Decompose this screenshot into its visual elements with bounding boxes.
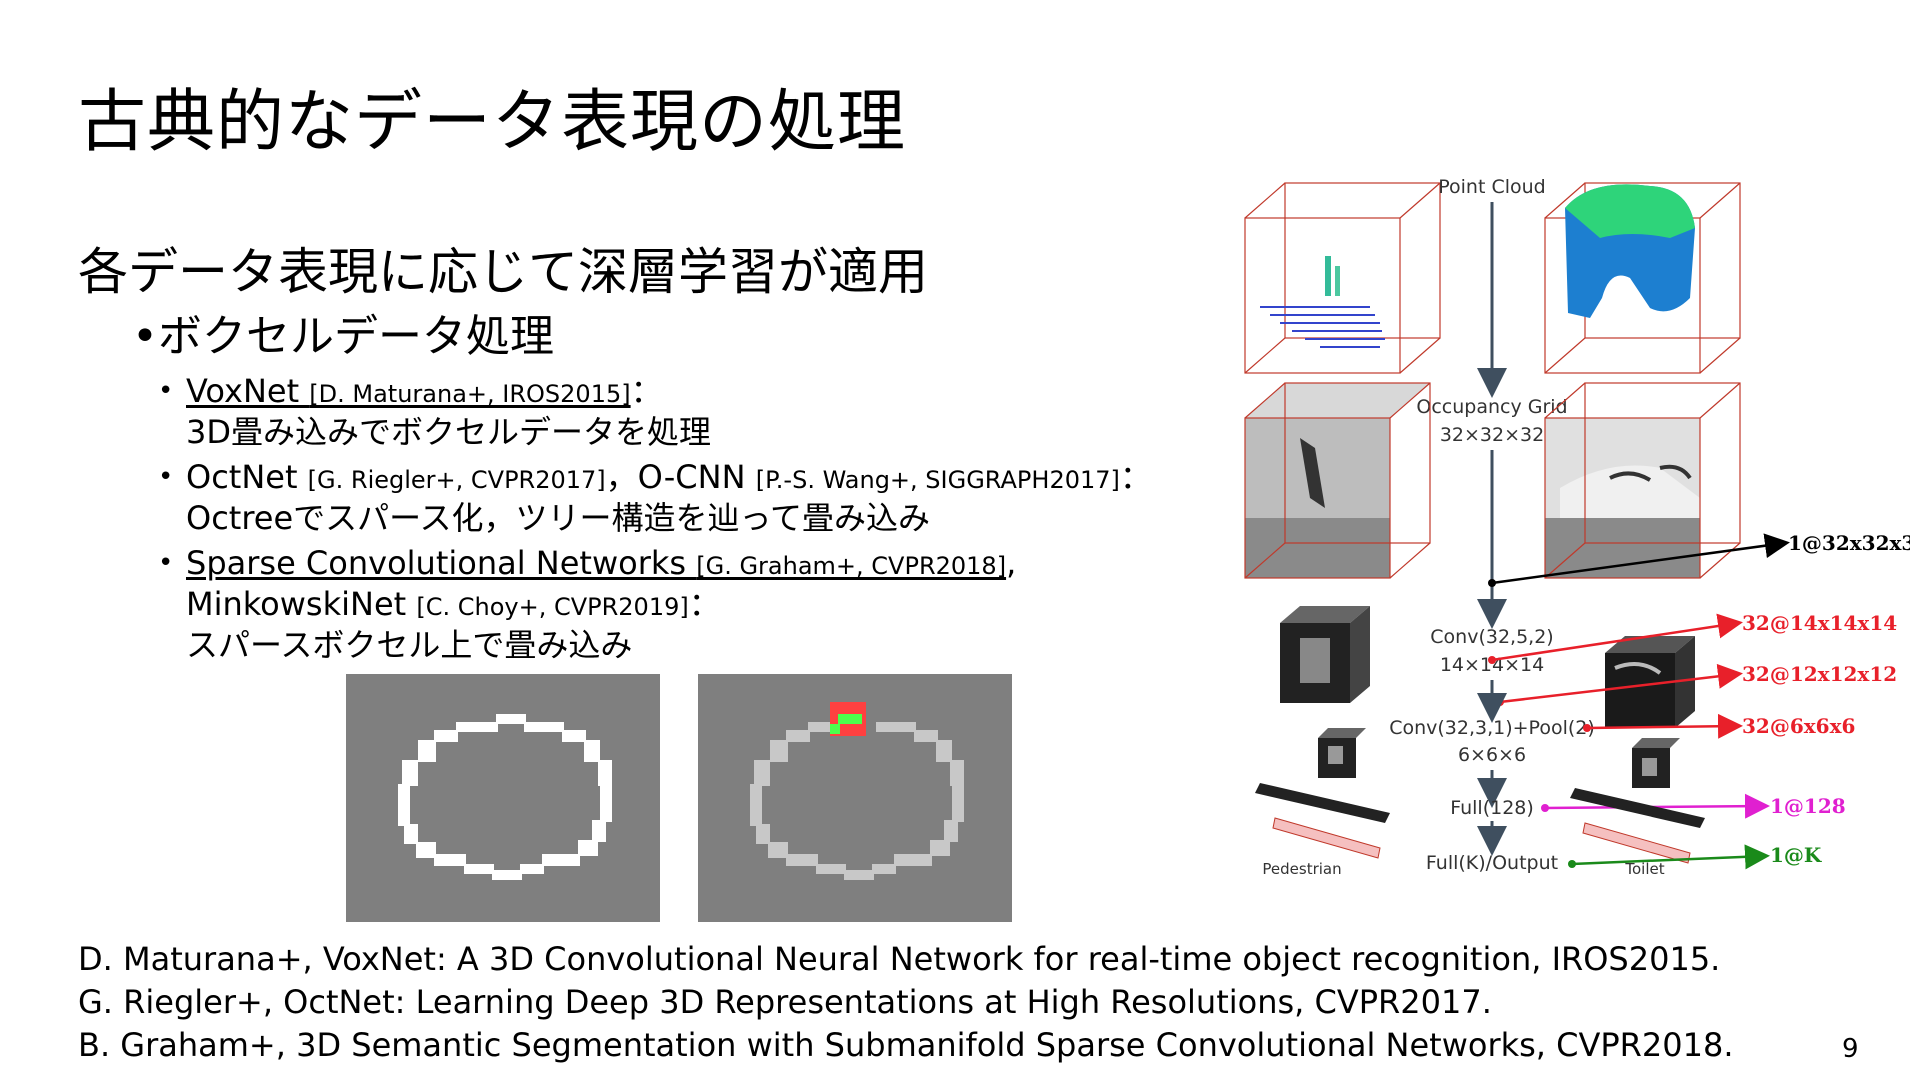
voxnet-link[interactable]: VoxNet [D. Maturana+, IROS2015] bbox=[186, 372, 631, 410]
fc-bar-left bbox=[1255, 783, 1390, 859]
label-conv1-size: 14×14×14 bbox=[1440, 654, 1544, 676]
dim-arrow-conv1 bbox=[1491, 613, 1743, 662]
main-point: 各データ表現に応じて深層学習が適用 bbox=[78, 243, 928, 301]
item-octnet-line2: Octreeでスパース化，ツリー構造を辿って畳み込み bbox=[186, 499, 930, 537]
dim-arrow-conv1b bbox=[1499, 663, 1743, 704]
item-octnet: • OctNet [G. Riegler+, CVPR2017]，O-CNN [… bbox=[158, 458, 1152, 537]
dense-voxel-image bbox=[346, 674, 660, 922]
bullet-icon: • bbox=[158, 548, 174, 578]
item-sparse-line2: MinkowskiNet [C. Choy+, CVPR2019]： bbox=[186, 585, 721, 623]
occupancy-cube-right bbox=[1544, 382, 1741, 579]
sparse-conv-link[interactable]: Sparse Convolutional Networks [G. Graham… bbox=[186, 544, 1007, 582]
sub-point-voxel: •ボクセルデータ処理 bbox=[132, 300, 554, 364]
item-sparse: • Sparse Convolutional Networks [G. Grah… bbox=[158, 544, 1017, 664]
dim-conv1: 32@14x14x14 bbox=[1742, 611, 1897, 635]
dim-out: 1@K bbox=[1770, 843, 1822, 867]
label-full: Full(128) bbox=[1450, 797, 1534, 819]
label-conv1: Conv(32,5,2) bbox=[1430, 626, 1553, 648]
label-output: Full(K)/Output bbox=[1426, 852, 1558, 874]
dim-arrow-pool bbox=[1586, 713, 1743, 739]
dim-full: 1@128 bbox=[1770, 794, 1846, 818]
dense-voxel-circle bbox=[398, 714, 612, 880]
dim-pool: 32@6x6x6 bbox=[1742, 714, 1855, 738]
label-conv2-size: 6×6×6 bbox=[1458, 744, 1526, 766]
sparse-voxel-image bbox=[698, 674, 1012, 922]
reference-2: G. Riegler+, OctNet: Learning Deep 3D Re… bbox=[78, 983, 1492, 1021]
reference-3: B. Graham+, 3D Semantic Segmentation wit… bbox=[78, 1026, 1734, 1064]
dim-arrow-out bbox=[1571, 844, 1770, 870]
voxnet-diagram: Point Cloud Occupancy Grid 32×32×32 1@32… bbox=[1244, 176, 1910, 878]
item-voxnet: • VoxNet [D. Maturana+, IROS2015]： 3D畳み込… bbox=[158, 372, 712, 451]
item-sparse-line1: Sparse Convolutional Networks [G. Graham… bbox=[186, 544, 1017, 582]
bullet-icon: • bbox=[158, 376, 174, 406]
label-toilet: Toilet bbox=[1624, 860, 1664, 878]
conv1-cube-left bbox=[1280, 606, 1370, 703]
bullet-icon: • bbox=[158, 462, 174, 492]
dim-conv1b: 32@12x12x12 bbox=[1742, 662, 1897, 686]
bullet-icon: • bbox=[132, 311, 158, 362]
label-occupancy-size: 32×32×32 bbox=[1440, 424, 1544, 446]
references: D. Maturana+, VoxNet: A 3D Convolutional… bbox=[78, 938, 1734, 1067]
page-number: 9 bbox=[1842, 1034, 1859, 1064]
dim-input: 1@32x32x32 bbox=[1788, 531, 1910, 555]
label-pedestrian: Pedestrian bbox=[1262, 860, 1341, 878]
label-conv2: Conv(32,3,1)+Pool(2) bbox=[1389, 717, 1595, 739]
label-occupancy-grid: Occupancy Grid bbox=[1416, 396, 1567, 418]
reference-1: D. Maturana+, VoxNet: A 3D Convolutional… bbox=[78, 940, 1721, 978]
pool-cube-left bbox=[1318, 728, 1366, 778]
item-sparse-line3: スパースボクセル上で畳み込み bbox=[186, 626, 633, 664]
pool-cube-right bbox=[1632, 738, 1680, 788]
point-cloud-points bbox=[1260, 256, 1385, 348]
sparse-voxel-circle bbox=[750, 702, 964, 880]
conv1-cube-right bbox=[1605, 636, 1695, 728]
item-octnet-line1: OctNet [G. Riegler+, CVPR2017]，O-CNN [P.… bbox=[186, 458, 1152, 496]
item-voxnet-line1: VoxNet [D. Maturana+, IROS2015]： bbox=[186, 372, 663, 410]
active-site-green bbox=[838, 714, 862, 724]
occupancy-cube-left bbox=[1244, 382, 1431, 579]
point-cloud-cube-left bbox=[1244, 182, 1441, 374]
dim-arrow-input bbox=[1491, 533, 1790, 585]
item-voxnet-line2: 3D畳み込みでボクセルデータを処理 bbox=[186, 413, 712, 451]
slide-title: 古典的なデータ表現の処理 bbox=[78, 83, 907, 162]
fc-bar-right bbox=[1570, 788, 1705, 864]
label-point-cloud: Point Cloud bbox=[1438, 176, 1546, 198]
sub-point-label: ボクセルデータ処理 bbox=[157, 311, 554, 362]
